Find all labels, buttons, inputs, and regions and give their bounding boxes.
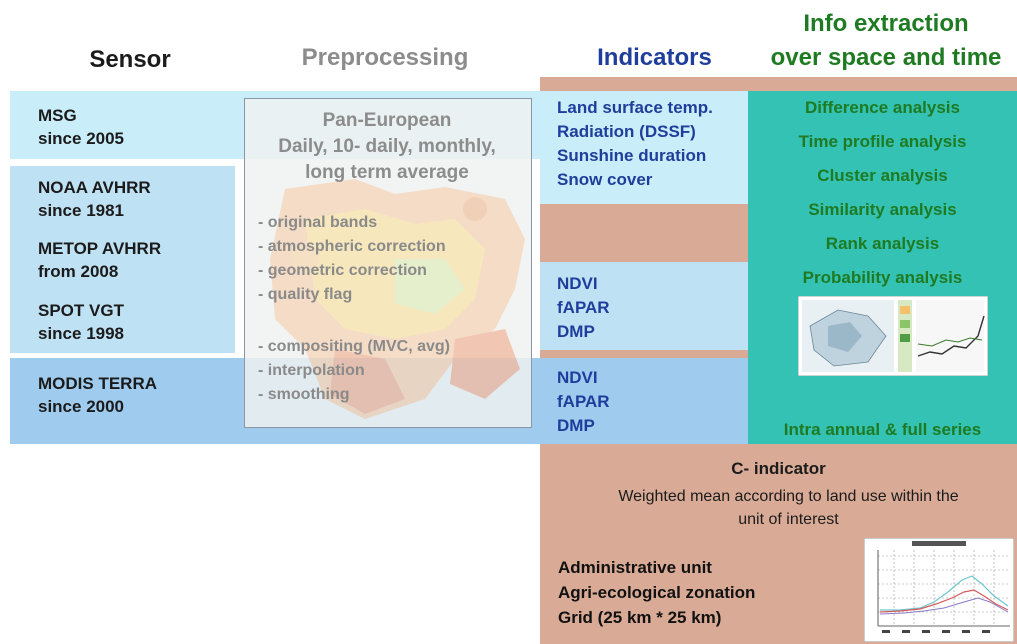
preprocessing-box	[244, 98, 532, 428]
sensor-spot-vgt: SPOT VGT since 1998	[38, 299, 124, 345]
preprocessing-title: Pan-European Daily, 10- daily, monthly, …	[248, 108, 526, 186]
unit-item: Agri-ecological zonation	[558, 583, 756, 602]
sensor-metop-avhrr: METOP AVHRR from 2008	[38, 237, 161, 283]
sensor-name: NOAA AVHRR	[38, 178, 151, 197]
indicator-item: fAPAR	[557, 392, 610, 411]
sensor-since: since 2000	[38, 397, 125, 416]
sensor-name: METOP AVHRR	[38, 239, 162, 258]
indicators-vegetation-group1: NDVI fAPAR DMP	[557, 272, 610, 344]
preprocessing-step: - smoothing	[258, 386, 350, 403]
preprocessing-step: - geometric correction	[258, 262, 427, 279]
sensor-since: since 1981	[38, 201, 125, 220]
sensor-since: from 2008	[38, 262, 119, 281]
analysis-item: Similarity analysis	[808, 200, 957, 219]
indicator-item: Land surface temp.	[557, 98, 713, 117]
europe-map-image	[245, 99, 531, 427]
indicators-msg-list: Land surface temp. Radiation (DSSF) Suns…	[557, 96, 713, 192]
info-extraction-block	[748, 91, 1017, 444]
preprocessing-step: - quality flag	[258, 286, 353, 303]
indicator-item: DMP	[557, 322, 595, 341]
tan-top-strip	[540, 77, 1017, 91]
indicator-item: Radiation (DSSF)	[557, 122, 696, 141]
indicator-item: NDVI	[557, 274, 598, 293]
band-avhrr-spot	[10, 166, 235, 353]
tan-indicator-gap	[540, 204, 748, 262]
c-indicator-description-line: Weighted mean according to land use with…	[618, 488, 959, 505]
preprocessing-steps-group2: - compositing (MVC, avg) - interpolation…	[258, 335, 450, 407]
indicator-item: DMP	[557, 416, 595, 435]
sensor-noaa-avhrr: NOAA AVHRR since 1981	[38, 176, 151, 222]
unit-item: Grid (25 km * 25 km)	[558, 608, 722, 627]
header-info-extraction-line2: over space and time	[770, 44, 1002, 71]
preprocessing-step: - original bands	[258, 214, 378, 231]
band-indicators-msg	[540, 91, 748, 204]
header-sensor: Sensor	[89, 46, 171, 73]
indicators-vegetation-group2: NDVI fAPAR DMP	[557, 366, 610, 438]
c-indicator-title: C- indicator	[731, 459, 826, 478]
unit-item: Administrative unit	[558, 558, 712, 577]
preprocessing-step: - atmospheric correction	[258, 238, 446, 255]
preprocessing-title-line: long term average	[305, 162, 469, 183]
sensor-msg: MSG since 2005	[38, 104, 124, 150]
preprocessing-step: - interpolation	[258, 362, 365, 379]
preprocessing-steps-group1: - original bands - atmospheric correctio…	[258, 211, 446, 307]
preprocessing-step: - compositing (MVC, avg)	[258, 338, 450, 355]
sensor-since: since 1998	[38, 324, 125, 343]
sensor-modis-terra: MODIS TERRA since 2000	[38, 372, 157, 418]
indicator-item: fAPAR	[557, 298, 610, 317]
c-indicator-chart-thumbnail	[864, 538, 1014, 642]
indicator-item: Snow cover	[557, 170, 653, 189]
indicator-item: Sunshine duration	[557, 146, 707, 165]
sensor-name: MSG	[38, 106, 77, 125]
analysis-thumbnail-image	[798, 296, 988, 376]
tan-indicator-divider	[540, 350, 748, 358]
analysis-footer: Intra annual & full series	[783, 420, 982, 439]
c-indicator-description: Weighted mean according to land use with…	[560, 485, 1017, 531]
c-indicator-description-line: unit of interest	[738, 511, 839, 528]
analysis-list: Difference analysis Time profile analysi…	[748, 97, 1017, 289]
analysis-item: Rank analysis	[825, 234, 940, 253]
sensor-since: since 2005	[38, 129, 125, 148]
analysis-item: Time profile analysis	[798, 132, 967, 151]
header-indicators: Indicators	[597, 44, 712, 71]
preprocessing-title-line: Pan-European	[322, 110, 452, 131]
analysis-item: Cluster analysis	[817, 166, 948, 185]
preprocessing-title-line: Daily, 10- daily, monthly,	[278, 136, 496, 157]
sensor-name: SPOT VGT	[38, 301, 124, 320]
band-indicators-veg1	[540, 262, 748, 350]
analysis-item: Probability analysis	[802, 268, 963, 287]
indicator-item: NDVI	[557, 368, 598, 387]
analysis-item: Difference analysis	[805, 98, 960, 117]
c-indicator-units: Administrative unit Agri-ecological zona…	[558, 555, 755, 630]
header-preprocessing: Preprocessing	[301, 44, 469, 71]
header-info-extraction-line1: Info extraction	[803, 10, 969, 37]
sensor-name: MODIS TERRA	[38, 374, 157, 393]
